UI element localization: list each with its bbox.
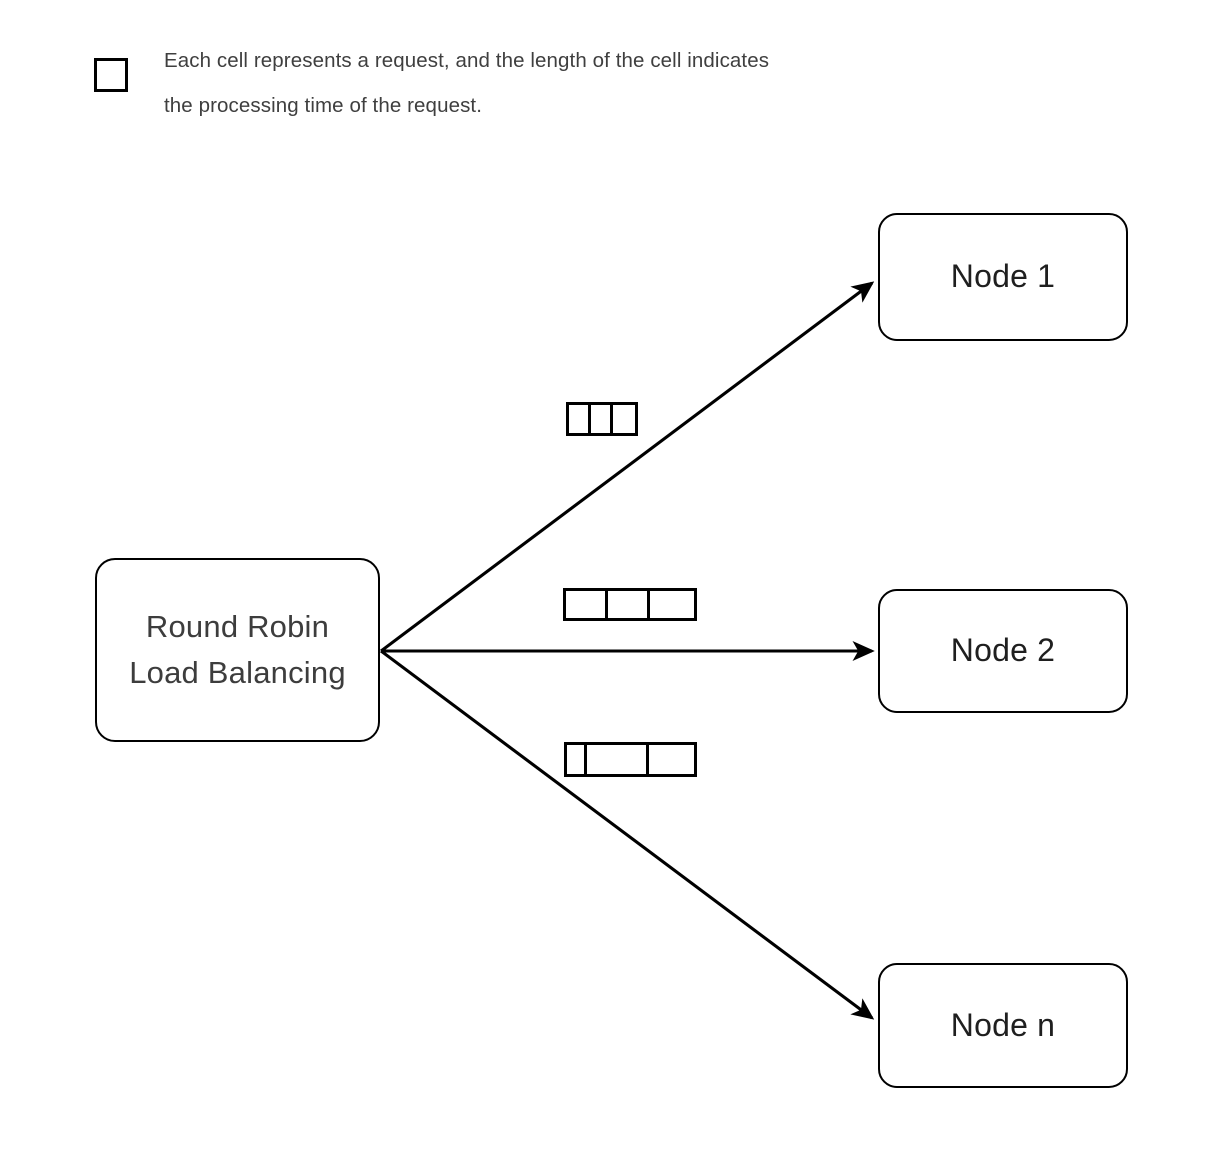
request-cell (587, 745, 649, 774)
load-balancer-node[interactable]: Round Robin Load Balancing (95, 558, 380, 742)
node-box-node-n[interactable]: Node n (878, 963, 1128, 1088)
node-box-node-1[interactable]: Node 1 (878, 213, 1128, 341)
square-outline-icon (94, 58, 128, 92)
load-balancer-label-line-1: Round Robin (145, 609, 330, 645)
request-cell (649, 745, 694, 774)
request-cell (567, 745, 587, 774)
node-box-node-2[interactable]: Node 2 (878, 589, 1128, 713)
edge-to-node-n (380, 649, 875, 1020)
node-label-node-n: Node n (950, 1006, 1056, 1043)
load-balancer-label: Round Robin Load Balancing (129, 604, 346, 696)
request-cell (608, 591, 650, 618)
request-cell (591, 405, 613, 433)
load-balancer-label-line-2: Load Balancing (129, 655, 346, 690)
request-cell (613, 405, 635, 433)
legend-caption: Each cell represents a request, and the … (164, 38, 964, 128)
request-cell (569, 405, 591, 433)
request-cell (566, 591, 608, 618)
edge-to-node-1 (380, 281, 875, 653)
request-queue-node-2 (563, 588, 697, 621)
legend-caption-line-2: the processing time of the request. (164, 94, 483, 117)
node-label-node-1: Node 1 (950, 258, 1056, 295)
request-cell (650, 591, 694, 618)
request-queue-node-1 (566, 402, 638, 436)
legend-caption-line-1: Each cell represents a request, and the … (164, 49, 770, 72)
request-queue-node-n (564, 742, 697, 777)
node-label-node-2: Node 2 (950, 632, 1056, 669)
